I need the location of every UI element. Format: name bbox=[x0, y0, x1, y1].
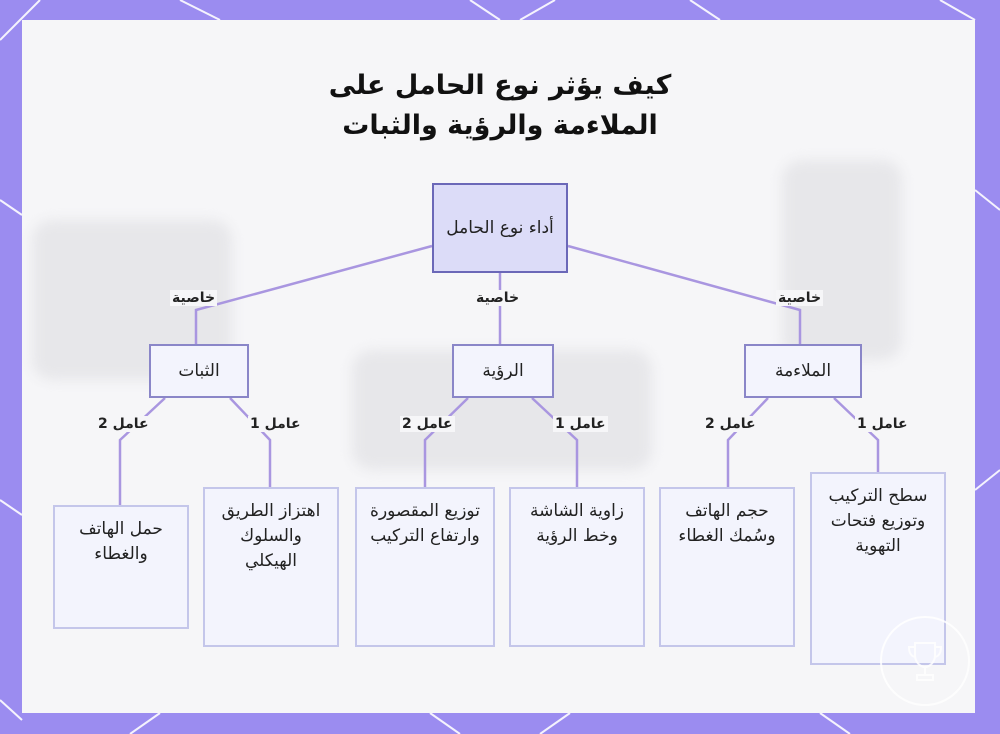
edge-label-factor2: عامل 2 bbox=[703, 416, 758, 432]
title-line-2: الملاءمة والرؤية والثبات bbox=[250, 106, 750, 146]
diagram-title: كيف يؤثر نوع الحامل على الملاءمة والرؤية… bbox=[250, 66, 750, 146]
edge-label-property: خاصية bbox=[776, 290, 823, 306]
factor-node: زاوية الشاشة وخط الرؤية bbox=[509, 487, 645, 647]
factor-node: حمل الهاتف والغطاء bbox=[53, 505, 189, 629]
category-label: الرؤية bbox=[482, 359, 523, 384]
edge-label-property: خاصية bbox=[474, 290, 521, 306]
edge-label-property: خاصية bbox=[170, 290, 217, 306]
factor-node: حجم الهاتف وسُمك الغطاء bbox=[659, 487, 795, 647]
factor-node: اهتزاز الطريق والسلوك الهيكلي bbox=[203, 487, 339, 647]
edge-label-factor1: عامل 1 bbox=[855, 416, 910, 432]
root-node: أداء نوع الحامل bbox=[432, 183, 568, 273]
trophy-icon bbox=[880, 616, 970, 706]
factor-label: سطح التركيب وتوزيع فتحات التهوية bbox=[820, 484, 936, 559]
category-node-fit: الملاءمة bbox=[744, 344, 862, 398]
category-node-visibility: الرؤية bbox=[452, 344, 554, 398]
factor-label: حمل الهاتف والغطاء bbox=[63, 517, 179, 567]
edge-label-factor2: عامل 2 bbox=[400, 416, 455, 432]
edge-label-factor2: عامل 2 bbox=[96, 416, 151, 432]
factor-label: اهتزاز الطريق والسلوك الهيكلي bbox=[213, 499, 329, 574]
title-line-1: كيف يؤثر نوع الحامل على bbox=[250, 66, 750, 106]
category-label: الملاءمة bbox=[775, 359, 831, 384]
edge-label-factor1: عامل 1 bbox=[248, 416, 303, 432]
factor-label: حجم الهاتف وسُمك الغطاء bbox=[669, 499, 785, 549]
factor-label: زاوية الشاشة وخط الرؤية bbox=[519, 499, 635, 549]
edge-label-factor1: عامل 1 bbox=[553, 416, 608, 432]
factor-label: توزيع المقصورة وارتفاع التركيب bbox=[365, 499, 485, 549]
category-node-stability: الثبات bbox=[149, 344, 249, 398]
root-node-label: أداء نوع الحامل bbox=[446, 216, 554, 241]
trophy-glyph bbox=[905, 639, 945, 683]
factor-node: توزيع المقصورة وارتفاع التركيب bbox=[355, 487, 495, 647]
category-label: الثبات bbox=[178, 359, 219, 384]
